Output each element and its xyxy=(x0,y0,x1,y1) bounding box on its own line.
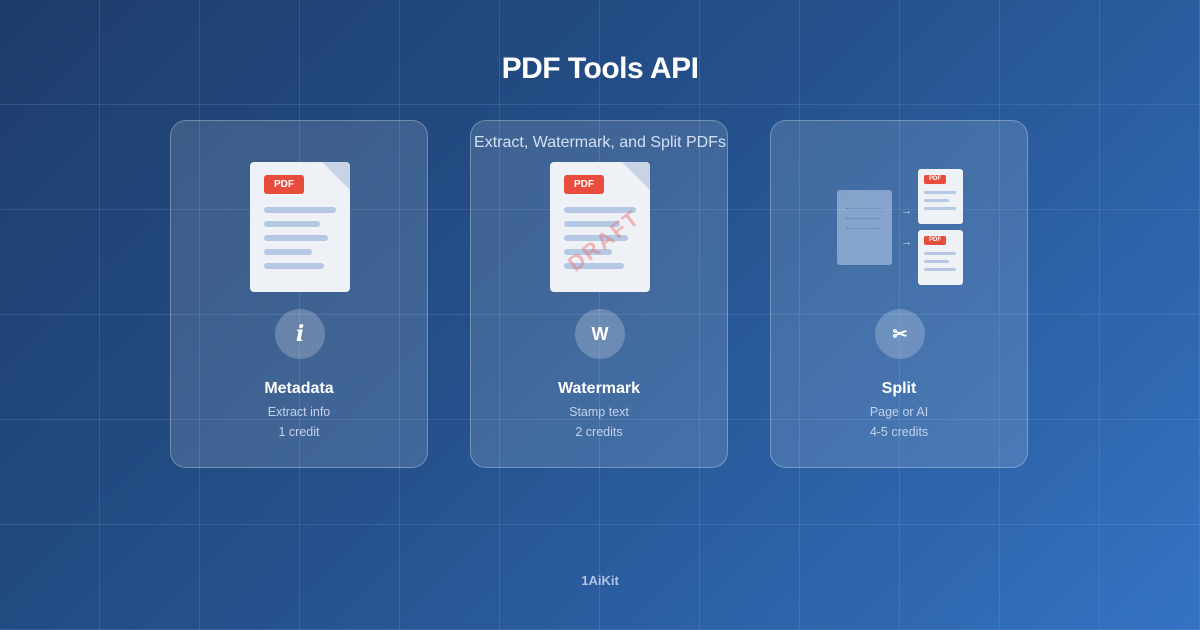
text-line xyxy=(924,207,956,210)
text-line xyxy=(564,221,620,227)
page-subtitle: Extract, Watermark, and Split PDFs xyxy=(474,134,726,151)
text-line xyxy=(264,249,312,255)
info-icon: i xyxy=(275,309,325,359)
card-title: Metadata xyxy=(264,380,334,397)
card-description: Page or AI xyxy=(869,405,929,419)
card-watermark: PDF DRAFT W Watermark Stamp text 2 credi… xyxy=(470,120,728,468)
text-line xyxy=(564,235,628,241)
text-line xyxy=(924,260,949,263)
text-line xyxy=(264,207,336,213)
text-line xyxy=(924,252,956,255)
scissors-icon: ✂ xyxy=(875,309,925,359)
page-title: PDF Tools API xyxy=(501,52,699,85)
arrow-right-icon: → xyxy=(901,205,912,217)
source-document-icon xyxy=(837,190,892,265)
dotted-line xyxy=(846,208,882,209)
card-cost: 2 credits xyxy=(575,425,623,439)
pdf-badge: PDF xyxy=(924,236,946,245)
arrow-right-icon: → xyxy=(901,236,912,248)
dotted-line xyxy=(846,218,882,219)
card-description: Stamp text xyxy=(569,405,629,419)
text-line xyxy=(564,249,612,255)
pdf-document-icon: PDF xyxy=(250,162,350,292)
text-line xyxy=(264,263,324,269)
card-description: Extract info xyxy=(267,405,331,419)
pdf-badge: PDF xyxy=(924,175,946,184)
split-page-icon: PDF xyxy=(918,169,963,224)
text-line xyxy=(264,221,320,227)
card-cost: 1 credit xyxy=(278,425,320,439)
text-line xyxy=(564,263,624,269)
card-cost: 4-5 credits xyxy=(869,425,929,439)
text-line xyxy=(924,199,949,202)
page-fold xyxy=(622,162,650,190)
card-title: Watermark xyxy=(557,380,641,397)
dotted-line xyxy=(846,228,882,229)
watermark-icon: W xyxy=(575,309,625,359)
pdf-badge: PDF xyxy=(264,175,304,194)
text-line xyxy=(924,268,956,271)
split-page-icon: PDF xyxy=(918,230,963,285)
text-line xyxy=(924,191,956,194)
text-line xyxy=(564,207,636,213)
text-line xyxy=(264,235,328,241)
card-metadata: PDF i Metadata Extract info 1 credit xyxy=(170,120,428,468)
pdf-document-icon: PDF DRAFT xyxy=(550,162,650,292)
footer-brand: 1AiKit xyxy=(581,573,619,588)
pdf-badge: PDF xyxy=(564,175,604,194)
page-fold xyxy=(322,162,350,190)
card-title: Split xyxy=(881,380,917,397)
card-split: → → PDF PDF ✂ Split Page or AI 4-5 credi… xyxy=(770,120,1028,468)
